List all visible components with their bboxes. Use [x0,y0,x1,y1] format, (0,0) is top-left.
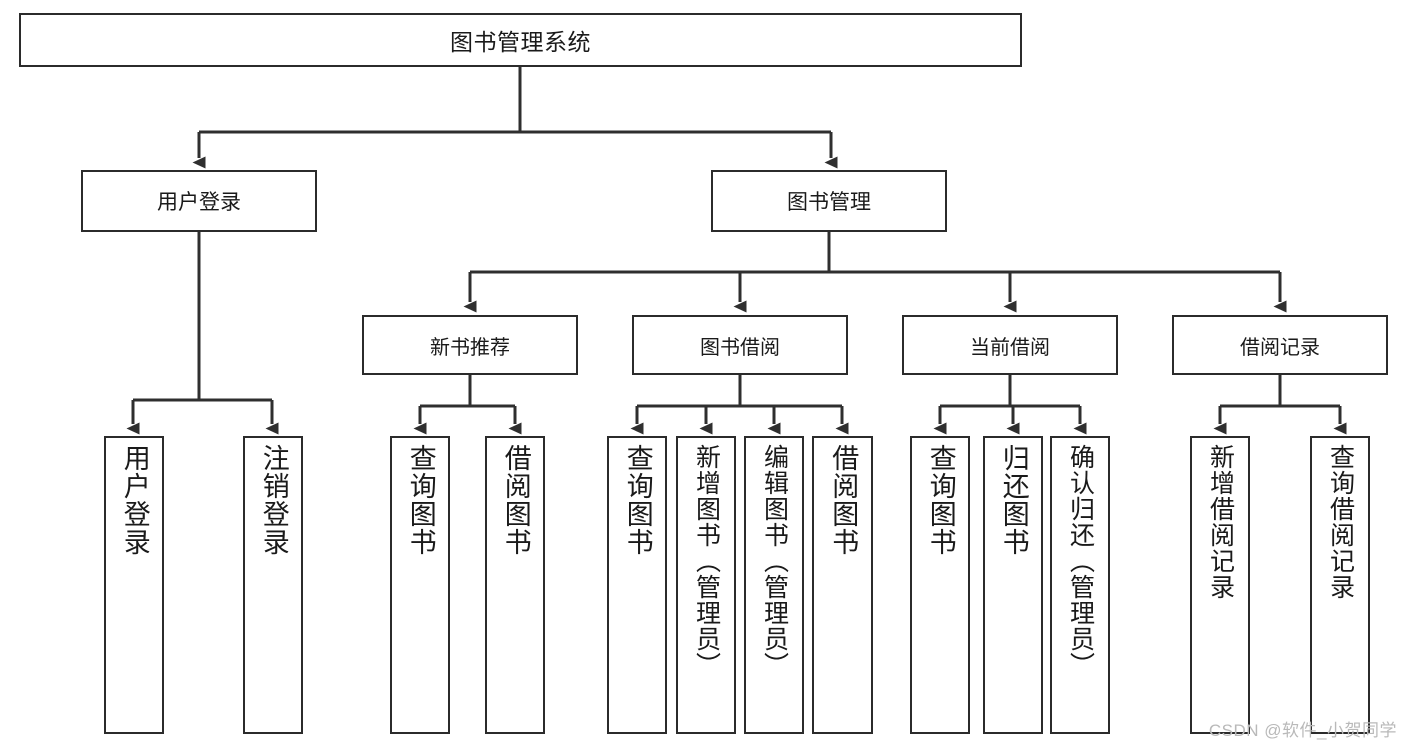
connectors-root [192,67,838,169]
leaf-return-book[interactable]: 归还图书 [983,436,1043,734]
connectors-book-management [463,232,1287,313]
leaf-add-book-admin[interactable]: 新增图书（管理员） [676,436,736,734]
node-label: 图书管理系统 [450,29,591,55]
leaf-query-borrow-record[interactable]: 查询借阅记录 [1310,436,1370,734]
leaf-confirm-return-admin[interactable]: 确认归还（管理员） [1050,436,1110,734]
node-label: 新增借阅记录 [1206,444,1235,600]
node-label: 借阅图书 [828,444,859,556]
node-label: 借阅图书 [500,444,531,556]
leaf-query-book-new[interactable]: 查询图书 [390,436,450,734]
connectors-new-book [413,375,522,435]
node-new-book-recommend[interactable]: 新书推荐 [362,315,578,375]
leaf-borrow-book-new[interactable]: 借阅图书 [485,436,545,734]
connectors-book-borrow [630,375,849,435]
leaf-logout[interactable]: 注销登录 [243,436,303,734]
node-label: 当前借阅 [970,336,1050,359]
node-label: 图书管理 [787,191,871,214]
node-label: 编辑图书（管理员） [760,444,789,678]
node-label: 图书借阅 [700,336,780,359]
connectors-borrow-record [1213,375,1347,435]
node-user-login[interactable]: 用户登录 [81,170,317,232]
node-label: 用户登录 [157,191,241,214]
node-label: 注销登录 [258,444,289,556]
node-label: 查询图书 [622,444,653,556]
leaf-edit-book-admin[interactable]: 编辑图书（管理员） [744,436,804,734]
node-label: 用户登录 [119,444,150,556]
leaf-query-book-current[interactable]: 查询图书 [910,436,970,734]
node-label: 查询借阅记录 [1326,444,1355,600]
connectors-user-login [126,232,279,435]
node-label: 查询图书 [925,444,956,556]
node-label: 查询图书 [405,444,436,556]
node-label: 借阅记录 [1240,336,1320,359]
leaf-borrow-book[interactable]: 借阅图书 [812,436,873,734]
node-label: 确认归还（管理员） [1066,444,1095,678]
leaf-query-book-borrow[interactable]: 查询图书 [607,436,667,734]
connectors-current-borrow [933,375,1087,435]
node-label: 归还图书 [998,444,1029,556]
node-book-management[interactable]: 图书管理 [711,170,947,232]
leaf-add-borrow-record[interactable]: 新增借阅记录 [1190,436,1250,734]
node-label: 新书推荐 [430,336,510,359]
node-current-borrow[interactable]: 当前借阅 [902,315,1118,375]
node-root-system[interactable]: 图书管理系统 [19,13,1022,67]
node-label: 新增图书（管理员） [692,444,721,678]
node-borrow-record[interactable]: 借阅记录 [1172,315,1388,375]
node-book-borrow[interactable]: 图书借阅 [632,315,848,375]
leaf-user-login[interactable]: 用户登录 [104,436,164,734]
watermark: CSDN @软件_小贺同学 [1208,721,1397,740]
